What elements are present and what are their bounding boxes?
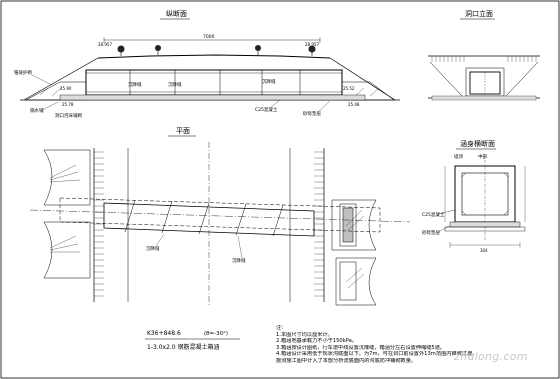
label-section-base: 砂砾垫层 (422, 229, 440, 236)
plan-view: 平面 (29, 127, 411, 351)
note-line: 1.本图尺寸均以厘米计。 (276, 331, 333, 338)
note-line: 注： (276, 325, 287, 331)
culvert-box-longitudinal (85, 69, 343, 96)
culvert-axis (29, 209, 411, 223)
watermark: zhulong.com (454, 350, 528, 363)
title-plan: 平面 (176, 127, 190, 135)
title-portal: 洞口立面 (465, 9, 493, 18)
label-portal-paving: 洞口河床铺砌 (55, 112, 82, 119)
label-c25-concrete: C25混凝土 (255, 106, 278, 113)
tree-icons (117, 45, 316, 56)
label-plan-joint-1: 沉降缝 (146, 245, 160, 252)
note-line: 施测施工图中计入了本部分桥流底面内的沟底防冲铺砌数量。 (276, 357, 417, 364)
label-joint-3: 沉降缝 (262, 78, 276, 85)
label-aggregate-base: 砂砾垫层 (303, 110, 321, 117)
note-line: 3.箱涵按设计图纸，行车道中线设置沉降缝，箱涵分左右设置伸缩缝5道。 (276, 344, 446, 351)
longitudinal-section: 纵断面 7000 28.957 28.957 (14, 9, 400, 119)
design-notes: 注： 1.本图尺寸均以厘米计。 2.箱涵地基承载力不小于150kPa。 3.箱涵… (276, 325, 486, 365)
caption-skew: (θ=-30°) (204, 331, 228, 337)
label-wall-top: 墙顶 (454, 153, 463, 160)
label-plan-joint-2: 沉降缝 (232, 257, 246, 264)
label-joint-2: 沉降缝 (168, 81, 182, 88)
label-paving: 隔水铺 (30, 107, 44, 114)
culvert-plan-outline (59, 197, 381, 233)
aggregate-base-layer (59, 94, 366, 101)
title-longitudinal: 纵断面 (166, 9, 187, 18)
caption-name: 1-3.0x2.0 钢筋混凝土箱涵 (147, 343, 220, 351)
label-slope-protection: 锥坡护砌 (14, 69, 32, 76)
wing-wall-left (43, 149, 91, 279)
elev-top-left: 28.957 (98, 42, 112, 47)
title-culvert-section: 涵身横断面 (460, 139, 495, 148)
elev-right-a: 25.52 (343, 86, 355, 91)
label-section-c25: C25混凝土 (422, 211, 445, 218)
caption-station: K36+848.6 (147, 330, 181, 337)
note-line: 4.箱涵设计采用低于现状沟底面以下。为7m，可在洞口前设置外13m范围内锥坡过渡… (276, 351, 478, 358)
elev-left-b: 25.78 (62, 102, 74, 107)
embankment-slope-left (23, 57, 99, 101)
section-width-dim: 304 (480, 248, 488, 253)
culvert-cross-section: 涵身横断面 墙顶 中部 304 C25混凝土 砂砾垫层 (422, 139, 526, 253)
wing-wall-right (331, 199, 377, 306)
box-inner (461, 172, 509, 216)
elev-left-a: 25.90 (60, 86, 72, 91)
elev-top-right: 28.957 (305, 42, 319, 47)
label-center: 中部 (478, 153, 487, 160)
note-line: 2.箱涵地基承载力不小于150kPa。 (276, 338, 357, 345)
road-surface (97, 54, 331, 59)
elev-right-b: 25.48 (348, 102, 360, 107)
embankment-slope-right (329, 57, 396, 101)
label-joint-1: 沉降缝 (128, 81, 142, 88)
portal-elevation: 洞口立面 (428, 9, 540, 101)
overall-length-dim: 7000 (203, 34, 215, 40)
